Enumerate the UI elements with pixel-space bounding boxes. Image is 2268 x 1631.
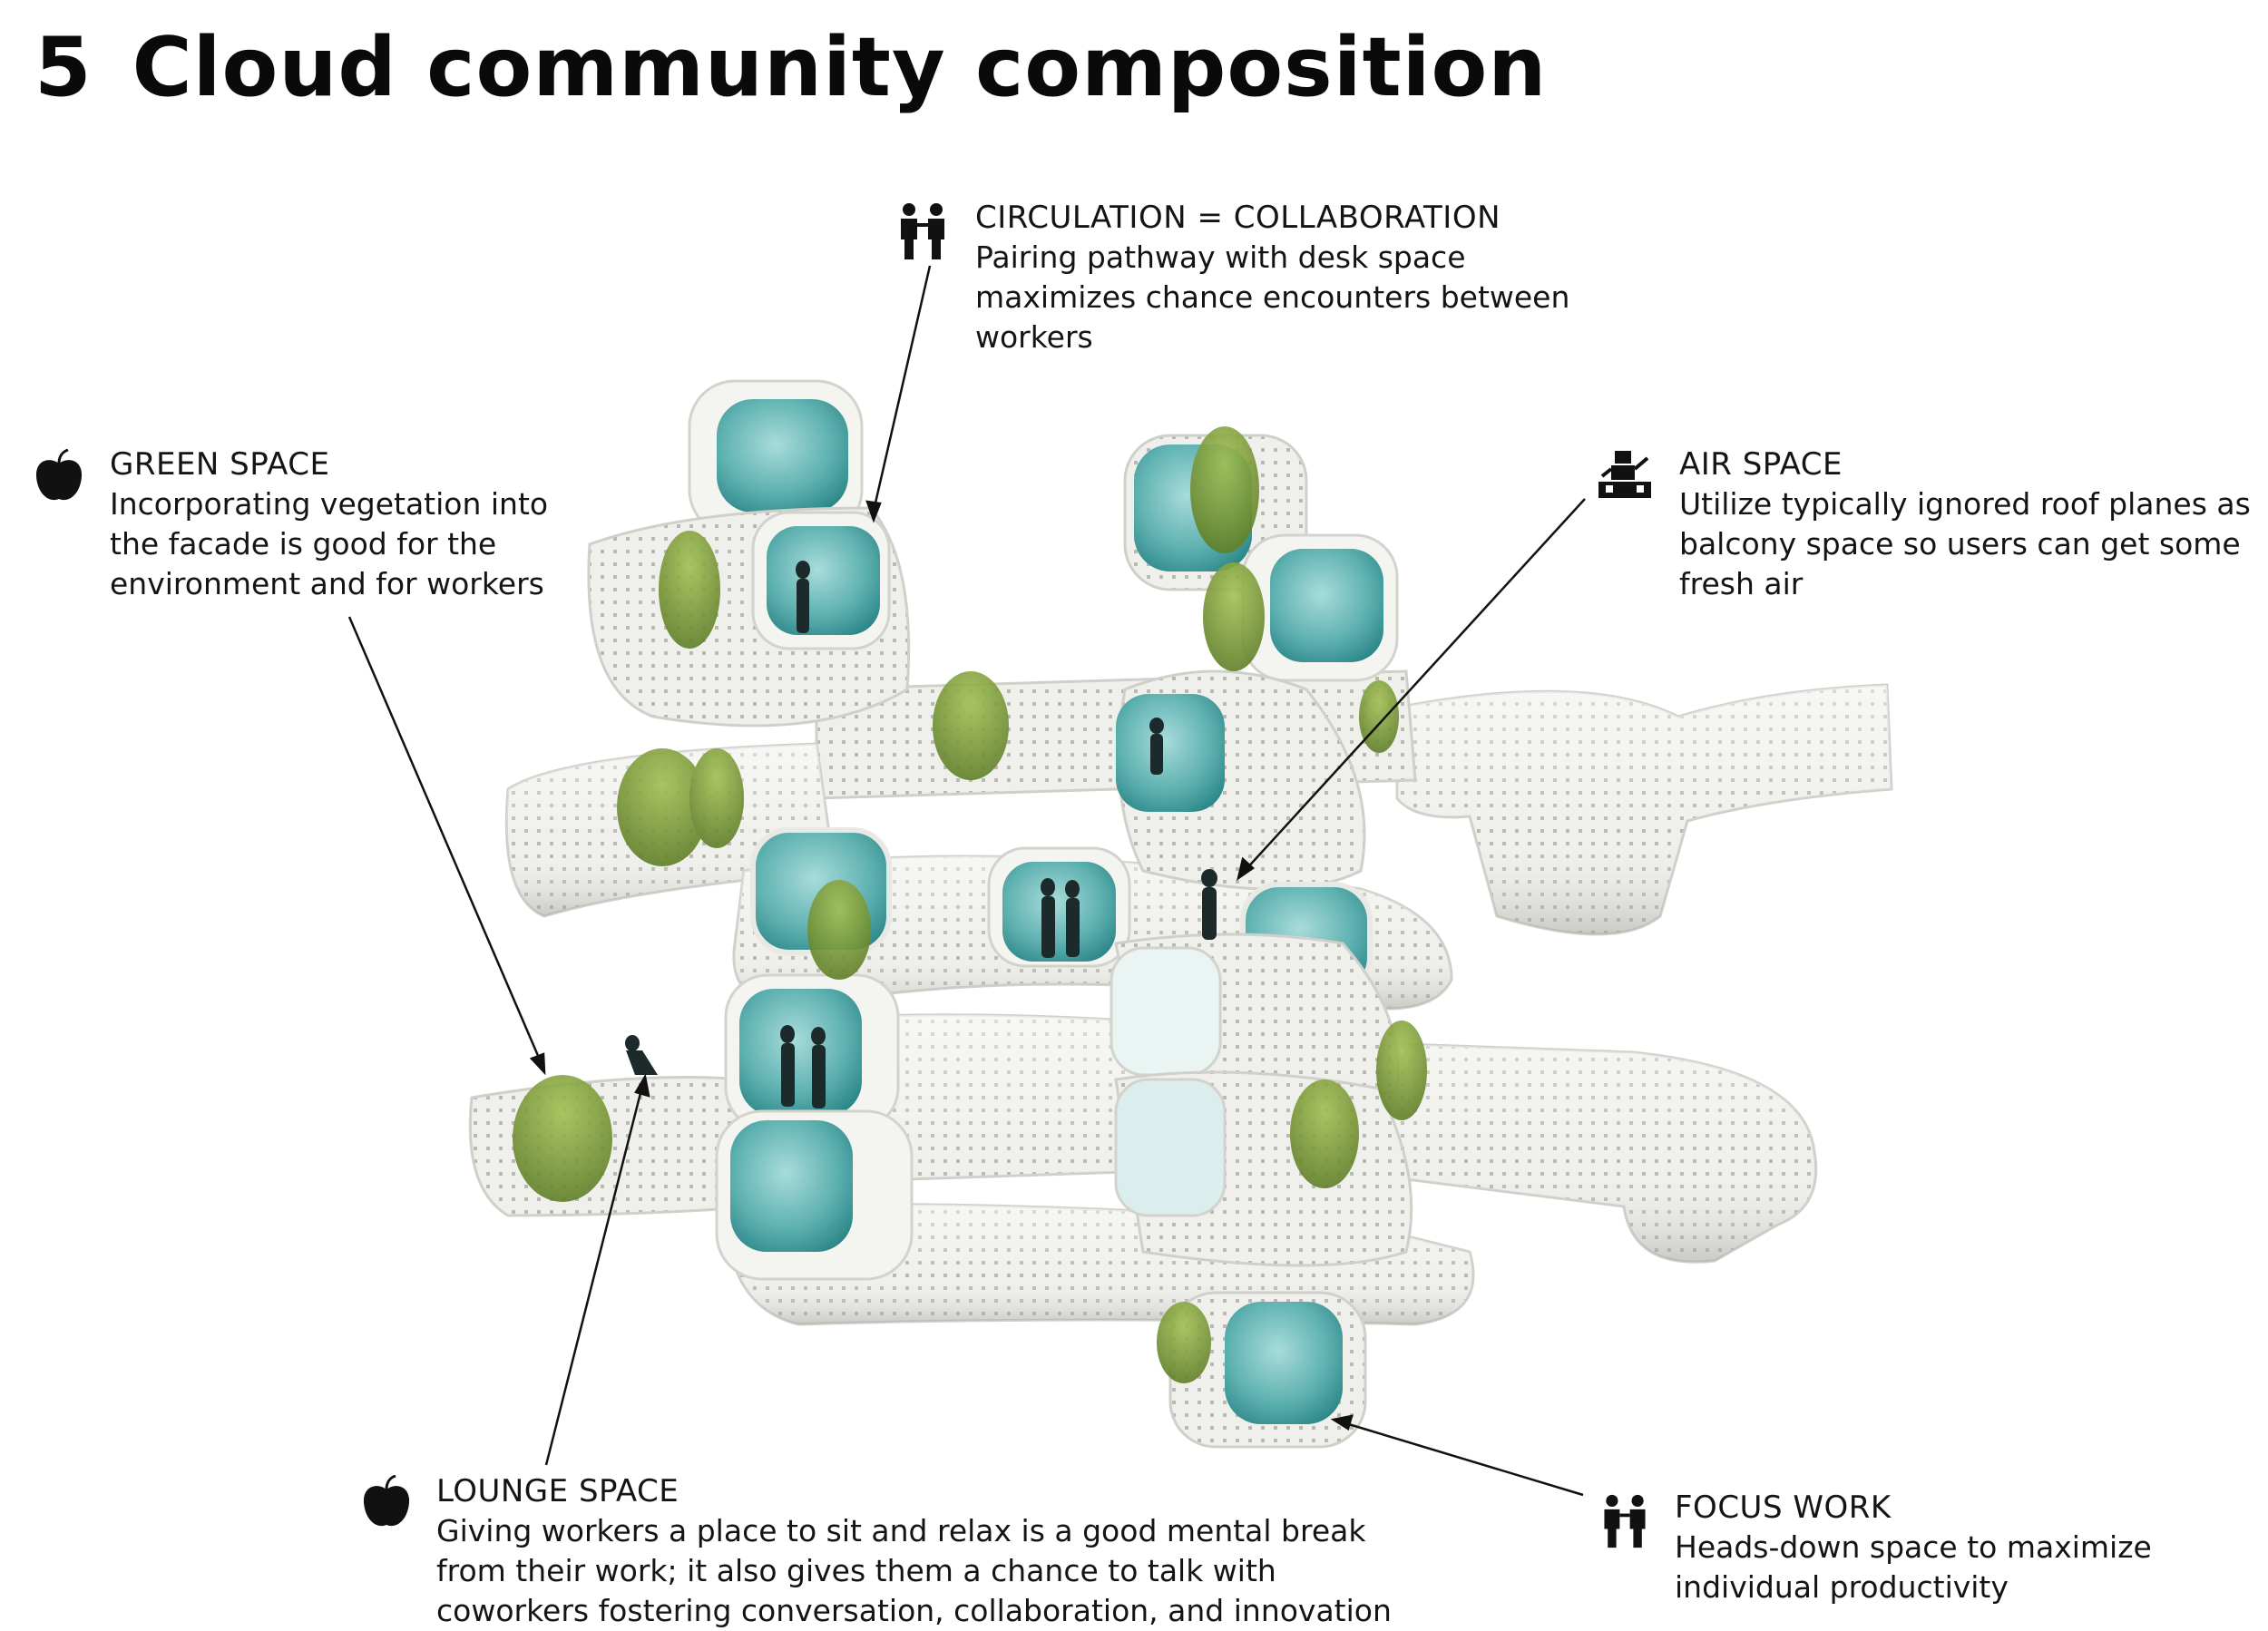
callout-line: from their work; it also gives them a ch… [436,1553,1276,1588]
callout-green-space: GREEN SPACE Incorporating vegetation int… [110,444,618,604]
callout-heading: AIR SPACE [1679,446,1843,483]
vegetation [513,426,1427,1383]
callout-line: environment and for workers [110,566,544,601]
page-title: 5 Cloud community composition [34,20,1547,115]
callout-heading: FOCUS WORK [1675,1489,1892,1526]
callout-air-space: AIR SPACE Utilize typically ignored roof… [1679,444,2260,604]
robot-icon [1598,451,1651,498]
callout-line: balcony space so users can get some [1679,526,2241,562]
apple-icon [363,1475,410,1527]
callout-line: fresh air [1679,566,1804,601]
callout-line: maximizes chance encounters between [975,279,1570,315]
callout-line: the facade is good for the [110,526,497,562]
two-people-icon [1604,1494,1646,1548]
people-silhouettes [625,561,1217,1108]
callout-line: Utilize typically ignored roof planes as [1679,486,2251,522]
callout-line: Incorporating vegetation into [110,486,549,522]
callout-heading: GREEN SPACE [110,446,330,483]
callout-line: workers [975,319,1093,355]
callout-heading: CIRCULATION = COLLABORATION [975,200,1501,236]
leader-lines [347,265,1586,1497]
callout-line: coworkers fostering conversation, collab… [436,1593,1392,1628]
callout-circulation: CIRCULATION = COLLABORATION Pairing path… [975,198,1665,357]
callout-focus-work: FOCUS WORK Heads-down space to maximize … [1675,1488,2219,1607]
callout-line: individual productivity [1675,1569,2009,1605]
apple-icon [35,449,83,501]
title-number: 5 [34,20,93,115]
callout-lounge-space: LOUNGE SPACE Giving workers a place to s… [436,1471,1416,1631]
two-people-icon [901,203,944,259]
callout-line: Giving workers a place to sit and relax … [436,1513,1366,1548]
callout-heading: LOUNGE SPACE [436,1473,679,1509]
callout-line: Pairing pathway with desk space [975,239,1466,275]
title-text: Cloud community composition [132,20,1548,115]
callout-line: Heads-down space to maximize [1675,1529,2152,1565]
